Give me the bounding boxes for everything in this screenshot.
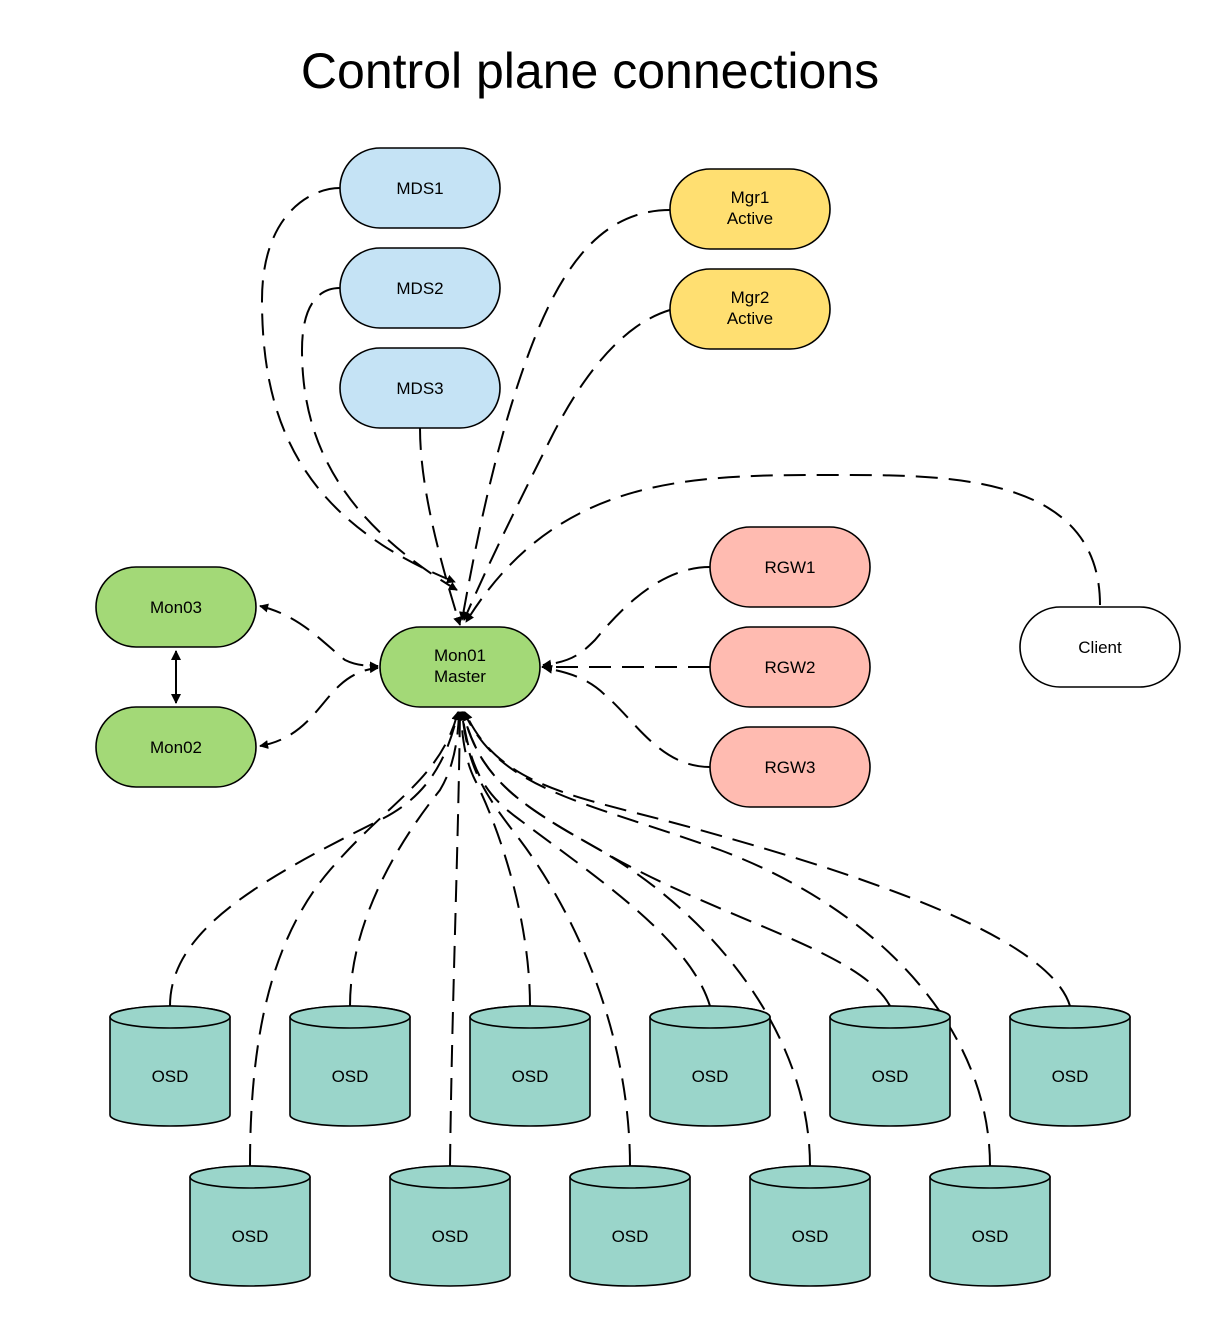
mds3-shape <box>339 347 501 429</box>
osd-node[interactable]: OSD <box>189 1165 311 1287</box>
mgr2-shape <box>669 268 831 350</box>
client-shape <box>1019 606 1181 688</box>
osd-label: OSD <box>692 1067 729 1086</box>
mon01-label-line2: Master <box>434 667 486 686</box>
osd-node[interactable]: OSD <box>1009 1005 1131 1127</box>
edge-mds3-mon01 <box>419 427 462 626</box>
mon01-label-line1: Mon01 <box>434 646 486 665</box>
edge-client-mon01 <box>465 473 1101 623</box>
osd-label: OSD <box>872 1067 909 1086</box>
rgw2-shape <box>709 626 871 708</box>
osd-node[interactable]: OSD <box>289 1005 411 1127</box>
client-label: Client <box>1078 638 1122 657</box>
mon02-label: Mon02 <box>150 738 202 757</box>
rgw1-label: RGW1 <box>765 558 816 577</box>
osd-cylinder-top <box>469 1005 591 1029</box>
osd-cylinder-top <box>829 1005 951 1029</box>
mgr2-node[interactable]: Mgr2 Active <box>669 268 831 350</box>
osd-label: OSD <box>972 1227 1009 1246</box>
osd-label: OSD <box>332 1067 369 1086</box>
mon03-label: Mon03 <box>150 598 202 617</box>
edge-osd-bottom-1 <box>249 711 461 1167</box>
osd-node[interactable]: OSD <box>829 1005 951 1127</box>
edge-osd-bottom-2 <box>449 711 465 1167</box>
osd-cylinder-top <box>1009 1005 1131 1029</box>
osd-cylinder-top <box>569 1165 691 1189</box>
osd-label: OSD <box>512 1067 549 1086</box>
mgr1-label-line2: Active <box>727 209 773 228</box>
rgw2-label: RGW2 <box>765 658 816 677</box>
diagram-title: Control plane connections <box>301 43 879 99</box>
mon03-node[interactable]: Mon03 <box>95 566 257 648</box>
mds1-shape <box>339 147 501 229</box>
edge-osd-top-1 <box>169 711 461 1007</box>
osd-label: OSD <box>612 1227 649 1246</box>
edge-rgw3-mon01 <box>543 664 711 768</box>
edge-rgw1-mon01 <box>542 566 711 669</box>
mds3-node[interactable]: MDS3 <box>339 347 501 429</box>
edge-osd-top-6 <box>464 711 1071 1007</box>
mgr1-label-line1: Mgr1 <box>731 188 770 207</box>
osd-cylinder-top <box>649 1005 771 1029</box>
edge-mds2-mon01 <box>300 287 458 591</box>
osd-label: OSD <box>1052 1067 1089 1086</box>
rgw3-label: RGW3 <box>765 758 816 777</box>
mon02-shape <box>95 706 257 788</box>
edge-osd-top-4 <box>458 711 711 1007</box>
rgw3-node[interactable]: RGW3 <box>709 726 871 808</box>
osd-node[interactable]: OSD <box>469 1005 591 1127</box>
edges <box>169 187 1101 1167</box>
osd-top-row: OSD OSD OSD OSD OSD OSD <box>109 1005 1131 1127</box>
edge-osd-bottom-4 <box>460 711 811 1167</box>
osd-node[interactable]: OSD <box>389 1165 511 1287</box>
edge-mds1-mon01 <box>260 187 456 584</box>
osd-node[interactable]: OSD <box>649 1005 771 1127</box>
mon03-shape <box>95 566 257 648</box>
osd-label: OSD <box>152 1067 189 1086</box>
osd-node[interactable]: OSD <box>929 1165 1051 1287</box>
mds3-label: MDS3 <box>396 379 443 398</box>
edge-osd-top-2 <box>349 711 464 1007</box>
osd-cylinder-top <box>389 1165 511 1189</box>
osd-cylinder-top <box>929 1165 1051 1189</box>
mds2-shape <box>339 247 501 329</box>
mgr2-label-line1: Mgr2 <box>731 288 770 307</box>
osd-node[interactable]: OSD <box>569 1165 691 1287</box>
mds2-node[interactable]: MDS2 <box>339 247 501 329</box>
edge-mgr1-mon01 <box>459 209 671 621</box>
edge-osd-bottom-5 <box>463 711 991 1167</box>
mds2-label: MDS2 <box>396 279 443 298</box>
osd-node[interactable]: OSD <box>749 1165 871 1287</box>
mon02-node[interactable]: Mon02 <box>95 706 257 788</box>
mgr1-node[interactable]: Mgr1 Active <box>669 168 831 250</box>
edge-osd-top-3 <box>456 711 531 1007</box>
edge-mon02-mon01 <box>259 664 379 750</box>
osd-cylinder-top <box>289 1005 411 1029</box>
rgw1-node[interactable]: RGW1 <box>709 526 871 608</box>
mds1-node[interactable]: MDS1 <box>339 147 501 229</box>
rgw1-shape <box>709 526 871 608</box>
edge-mon03-mon01 <box>259 603 379 671</box>
osd-cylinder-top <box>749 1165 871 1189</box>
edge-osd-bottom-3 <box>458 711 631 1167</box>
osd-cylinder-top <box>109 1005 231 1029</box>
mon01-node[interactable]: Mon01 Master <box>379 626 541 708</box>
osd-label: OSD <box>232 1227 269 1246</box>
mgr1-shape <box>669 168 831 250</box>
osd-node[interactable]: OSD <box>109 1005 231 1127</box>
osd-label: OSD <box>432 1227 469 1246</box>
client-node[interactable]: Client <box>1019 606 1181 688</box>
rgw3-shape <box>709 726 871 808</box>
edge-mgr2-mon01 <box>463 309 671 621</box>
osd-bottom-row: OSD OSD OSD OSD OSD <box>189 1165 1051 1287</box>
osd-cylinder-top <box>189 1165 311 1189</box>
rgw2-node[interactable]: RGW2 <box>709 626 871 708</box>
osd-label: OSD <box>792 1227 829 1246</box>
mds1-label: MDS1 <box>396 179 443 198</box>
mgr2-label-line2: Active <box>727 309 773 328</box>
mon01-shape <box>379 626 541 708</box>
